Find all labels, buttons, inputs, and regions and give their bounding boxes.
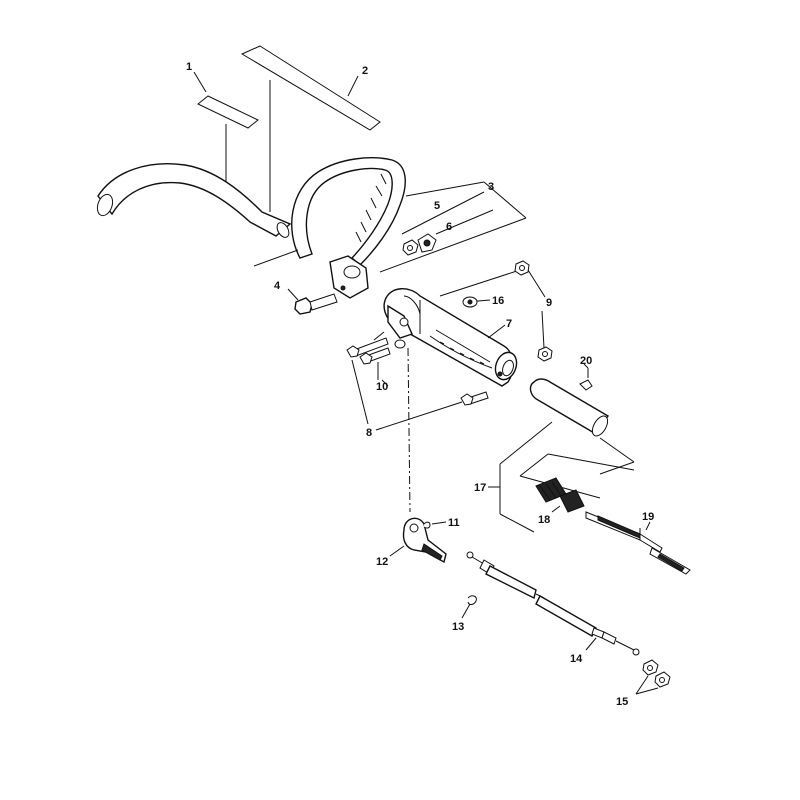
part-2-decal: [240, 45, 381, 212]
label-17: 17: [474, 482, 486, 494]
label-7: 7: [506, 318, 512, 330]
label-19: 19: [642, 511, 654, 523]
callout-3-bracket: [253, 181, 527, 273]
handlebar-tube: [96, 163, 292, 238]
label-12: 12: [376, 556, 388, 568]
label-9: 9: [546, 297, 552, 309]
part-9-nut-upper: [514, 260, 530, 276]
part-14-throttle-cable: [466, 551, 640, 656]
part-18-coupling: [535, 477, 585, 513]
loop-handle: [291, 157, 406, 299]
part-9-nut-lower: [537, 346, 553, 362]
part-16-washer: [462, 296, 478, 308]
label-16: 16: [492, 295, 504, 307]
label-6: 6: [446, 221, 452, 233]
callout-15-lines: [635, 675, 659, 695]
callout-17-bracket: [488, 421, 635, 533]
part-4-bolt: [287, 288, 338, 315]
label-18: 18: [538, 514, 550, 526]
part-15-nut-a: [642, 659, 659, 676]
label-14: 14: [570, 653, 583, 665]
label-3: 3: [488, 181, 494, 193]
label-2: 2: [362, 65, 368, 77]
part-15-nut-b: [654, 671, 671, 688]
label-15: 15: [616, 696, 628, 708]
label-10: 10: [376, 381, 388, 393]
label-5: 5: [434, 200, 440, 212]
part-1-decal: [197, 95, 259, 186]
part-19-drive-shaft: [585, 511, 691, 575]
label-13: 13: [452, 621, 464, 633]
label-4: 4: [274, 280, 281, 292]
label-1: 1: [186, 61, 192, 73]
label-11: 11: [448, 517, 460, 529]
part-7-throttle-housing: [383, 288, 518, 387]
part-8-screw-right: [460, 391, 489, 406]
part-8-screw-left: [346, 337, 406, 358]
part-labels: 1 2 3 4 5 6 7 8 9 10 11 12 13 14 15 16 1…: [186, 61, 654, 708]
part-5-nut: [402, 239, 419, 256]
part-6-clip: [417, 233, 437, 253]
leader-lines: [193, 71, 651, 531]
label-8: 8: [366, 427, 372, 439]
label-20: 20: [580, 355, 592, 367]
assembly-centerline: [407, 347, 411, 513]
callout-8-lines: [351, 331, 463, 431]
part-10-screw: [359, 347, 391, 380]
part-11-spring: [423, 521, 447, 529]
part-13-clip: [461, 595, 477, 619]
callout-lines-upper-right: [439, 269, 546, 349]
part-12-trigger: [389, 517, 447, 564]
part-20-pipe: [529, 368, 609, 437]
